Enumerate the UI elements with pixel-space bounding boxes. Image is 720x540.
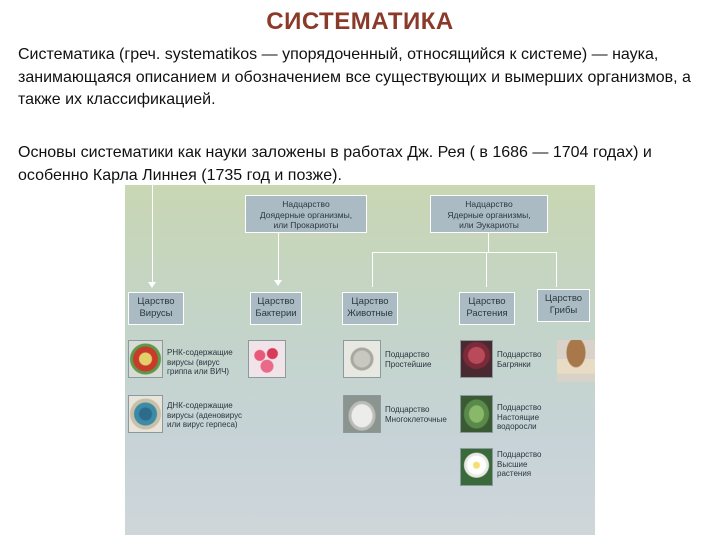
connector-line <box>278 232 279 280</box>
box-line: Ядерные организмы, <box>447 209 531 220</box>
subgroup-line: РНК-содержащие <box>167 348 233 357</box>
subgroup-line: растения <box>497 469 532 478</box>
box-line: Царство <box>257 296 295 307</box>
subgroup-metazoa: Подцарство Многоклеточные <box>385 405 447 424</box>
metazoa-image <box>343 395 381 433</box>
connector-line <box>152 185 153 282</box>
box-line: Доядерные организмы, <box>259 209 353 220</box>
subgroup-line: или вирус герпеса) <box>167 420 238 429</box>
subgroup-line: вирусы (вирус <box>167 357 220 367</box>
connector-arrow <box>274 280 282 286</box>
subgroup-line: Подцарство <box>385 350 430 359</box>
subgroup-line: Подцарство <box>497 350 542 359</box>
kingdom-viruses: Царство Вирусы <box>128 292 184 325</box>
subgroup-line: Багрянки <box>497 359 531 369</box>
true-algae-image <box>460 395 493 433</box>
box-line: Царство <box>351 296 389 307</box>
rna-virus-image <box>128 340 163 378</box>
box-line: Надцарство <box>465 199 513 209</box>
subgroup-dna-viruses: ДНК-содержащие вирусы (аденовирус или ви… <box>167 401 242 430</box>
definition-paragraph: Систематика (греч. systematikos — упоряд… <box>18 46 691 108</box>
box-line: Царство <box>468 296 506 307</box>
box-line: Грибы <box>549 305 578 316</box>
subgroup-line: Подцарство <box>497 403 542 412</box>
slide-title: СИСТЕМАТИКА <box>266 8 454 35</box>
higher-plants-image <box>460 448 493 486</box>
box-line: Бактерии <box>255 308 297 319</box>
subgroup-line: Простейшие <box>385 359 432 369</box>
history-paragraph: Основы систематики как науки заложены в … <box>18 144 652 184</box>
connector-line <box>372 252 373 287</box>
classification-diagram: Надцарство Доядерные организмы, или Прок… <box>125 185 595 535</box>
subgroup-line: ДНК-содержащие <box>167 401 233 410</box>
subgroup-rna-viruses: РНК-содержащие вирусы (вирус гриппа или … <box>167 348 233 377</box>
superkingdom-eukaryotes: Надцарство Ядерные организмы, или Эукари… <box>430 195 548 233</box>
subgroup-line: гриппа или ВИЧ) <box>167 367 230 376</box>
protozoa-image <box>343 340 381 378</box>
box-line: Животные <box>347 308 393 319</box>
box-line: или Прокариоты <box>273 220 339 230</box>
subgroup-line: Многоклеточные <box>385 414 447 424</box>
box-line: Царство <box>137 296 175 307</box>
red-algae-image <box>460 340 493 378</box>
subgroup-protozoa: Подцарство Простейшие <box>385 350 431 369</box>
subgroup-true-algae: Подцарство Настоящие водоросли <box>497 403 541 432</box>
box-line: Царство <box>544 293 583 304</box>
subgroup-line: водоросли <box>497 422 537 431</box>
kingdom-fungi: Царство Грибы <box>537 289 590 322</box>
subgroup-red-algae: Подцарство Багрянки <box>497 350 541 369</box>
dna-virus-image <box>128 395 163 433</box>
subgroup-line: Подцарство <box>497 450 542 459</box>
box-line: или Эукариоты <box>459 220 519 230</box>
fungi-image <box>557 340 595 382</box>
connector-line <box>486 252 487 287</box>
subgroup-line: вирусы (аденовирус <box>167 410 243 420</box>
connector-line <box>488 232 489 252</box>
box-line: Надцарство <box>282 199 330 209</box>
bacteria-image <box>248 340 286 378</box>
kingdom-plants: Царство Растения <box>459 292 515 325</box>
subgroup-line: Настоящие <box>497 412 540 422</box>
box-line: Вирусы <box>139 308 173 319</box>
connector-line <box>556 252 557 287</box>
kingdom-bacteria: Царство Бактерии <box>250 292 302 325</box>
subgroup-line: Высшие <box>497 459 528 469</box>
box-line: Растения <box>466 308 508 319</box>
kingdom-animals: Царство Животные <box>342 292 398 325</box>
superkingdom-prokaryotes: Надцарство Доядерные организмы, или Прок… <box>245 195 367 233</box>
connector-line <box>372 252 557 253</box>
subgroup-line: Подцарство <box>385 405 430 414</box>
subgroup-higher-plants: Подцарство Высшие растения <box>497 450 541 479</box>
connector-arrow <box>148 282 156 288</box>
